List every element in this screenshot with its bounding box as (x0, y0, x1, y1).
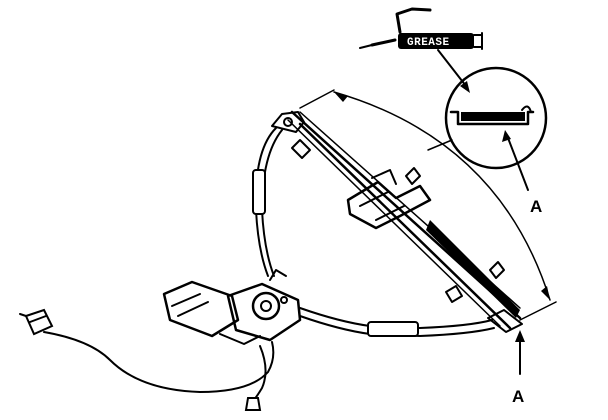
detail-leader-line (427, 139, 453, 151)
regulator-rail (271, 110, 523, 333)
motor-wiring (43, 331, 275, 411)
length-dimension-arc (299, 89, 557, 321)
detail-circle (444, 66, 548, 191)
wiring-connector (19, 308, 54, 336)
callout-label-main: A (512, 387, 524, 406)
regulator-motor (162, 269, 302, 345)
grease-tube: GREASE (359, 7, 483, 50)
grease-arrow (437, 49, 470, 93)
glass-carriage (346, 169, 432, 230)
callout-label-detail: A (530, 197, 542, 216)
regulator-cables (252, 127, 495, 337)
callout-arrow-main (515, 330, 525, 375)
grease-tube-body (398, 33, 474, 49)
grease-label: GREASE (407, 37, 450, 49)
